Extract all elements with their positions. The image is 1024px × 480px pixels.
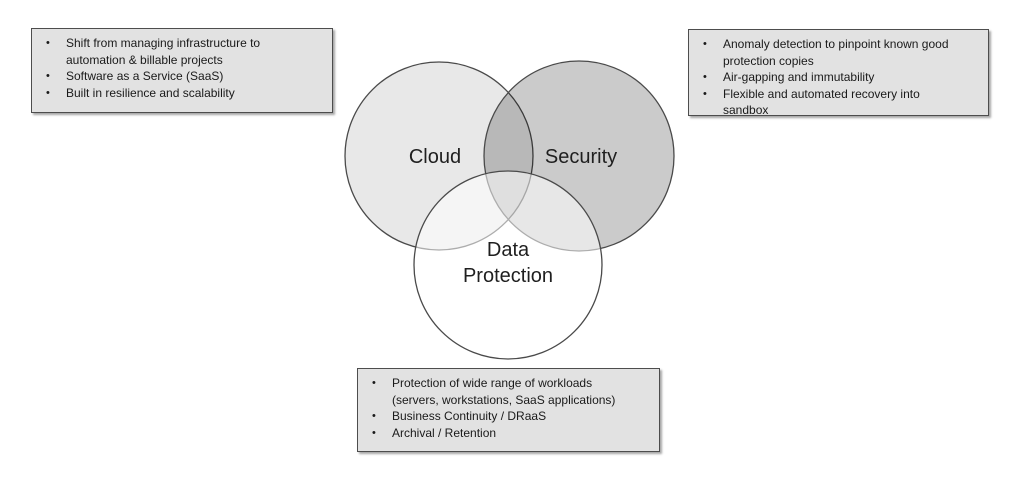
data-protection-circle — [413, 170, 603, 360]
bullet-item: • Protection of wide range of workloads … — [372, 375, 653, 408]
bullet-text: Archival / Retention — [392, 425, 497, 440]
bullet-icon: • — [372, 410, 376, 422]
bullet-item: • Archival / Retention — [372, 425, 653, 442]
bullet-icon: • — [372, 426, 376, 439]
bullet-item: • Anomaly detection to pinpoint known go… — [703, 36, 982, 69]
bullet-text: Protection of wide range of workloads (s… — [392, 376, 616, 407]
bullet-text: Anomaly detection to pinpoint known good… — [723, 37, 949, 68]
bullet-icon: • — [46, 86, 50, 99]
bullet-text: Air-gapping and immutability — [723, 70, 875, 84]
bullet-item: • Software as a Service (SaaS) — [46, 68, 326, 85]
bullet-item: • Built in resilience and scalability — [46, 85, 326, 102]
security-callout-box: • Anomaly detection to pinpoint known go… — [688, 29, 989, 119]
bullet-icon: • — [703, 87, 707, 100]
data-protection-callout-box: • Protection of wide range of workloads … — [357, 368, 660, 452]
data-protection-label: Data Protection — [462, 239, 554, 287]
bullet-text: Business Continuity / DRaaS — [392, 409, 547, 423]
bullet-icon: • — [703, 38, 707, 50]
bullet-item: • Shift from managing infrastructure to … — [46, 35, 326, 68]
bullet-icon: • — [372, 377, 376, 389]
bullet-item: • Air-gapping and immutability — [703, 69, 982, 86]
security-label: Security — [544, 146, 618, 168]
bullet-icon: • — [703, 71, 707, 83]
cloud-callout-box: • Shift from managing infrastructure to … — [31, 28, 333, 113]
bullet-text: Software as a Service (SaaS) — [66, 69, 224, 83]
bullet-text: Built in resilience and scalability — [66, 85, 235, 100]
bullet-text: Shift from managing infrastructure to au… — [66, 36, 261, 67]
cloud-label: Cloud — [408, 146, 462, 168]
bullet-text: Flexible and automated recovery into san… — [723, 86, 920, 118]
bullet-icon: • — [46, 70, 50, 82]
bullet-icon: • — [46, 37, 50, 49]
bullet-item: • Business Continuity / DRaaS — [372, 408, 653, 425]
bullet-item: • Flexible and automated recovery into s… — [703, 86, 982, 119]
